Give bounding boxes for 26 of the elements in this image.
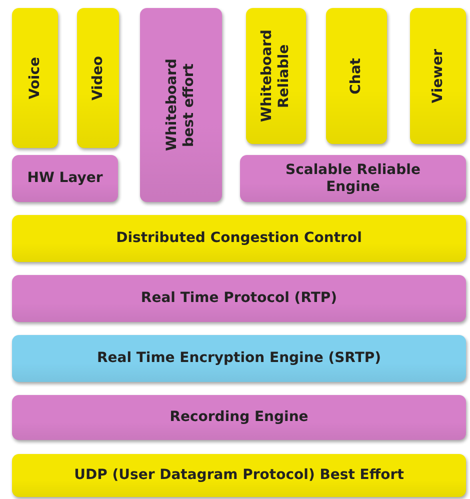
layer-block bbox=[326, 8, 387, 144]
layer-block bbox=[12, 275, 466, 322]
layer-label: Whiteboard Reliable bbox=[259, 28, 293, 124]
layer-label: Video bbox=[90, 56, 106, 100]
layer-label: Real Time Protocol (RTP) bbox=[140, 290, 338, 307]
layer-label: Viewer bbox=[430, 48, 446, 104]
layer-block bbox=[12, 155, 118, 202]
layer-label: UDP (User Datagram Protocol) Best Effort bbox=[74, 467, 404, 484]
layer-block bbox=[77, 8, 119, 148]
layer-label: Real Time Encryption Engine (SRTP) bbox=[96, 350, 382, 367]
layer-label: Chat bbox=[348, 58, 365, 94]
layer-label: Whiteboard best effort bbox=[164, 58, 198, 154]
layer-block bbox=[140, 8, 222, 202]
layer-block bbox=[246, 8, 306, 144]
layer-block bbox=[410, 8, 466, 144]
layer-block bbox=[12, 395, 466, 440]
layer-label: Recording Engine bbox=[170, 409, 308, 426]
layer-label: Voice bbox=[26, 56, 44, 100]
layer-block bbox=[12, 454, 466, 497]
layer-block bbox=[12, 215, 466, 262]
layer-label: Distributed Congestion Control bbox=[116, 230, 362, 247]
layer-block bbox=[240, 155, 466, 202]
layer-label: HW Layer bbox=[27, 170, 103, 187]
layer-label: Scalable Reliable Engine bbox=[284, 162, 422, 196]
layer-block bbox=[12, 8, 58, 148]
layer-block bbox=[12, 335, 466, 382]
